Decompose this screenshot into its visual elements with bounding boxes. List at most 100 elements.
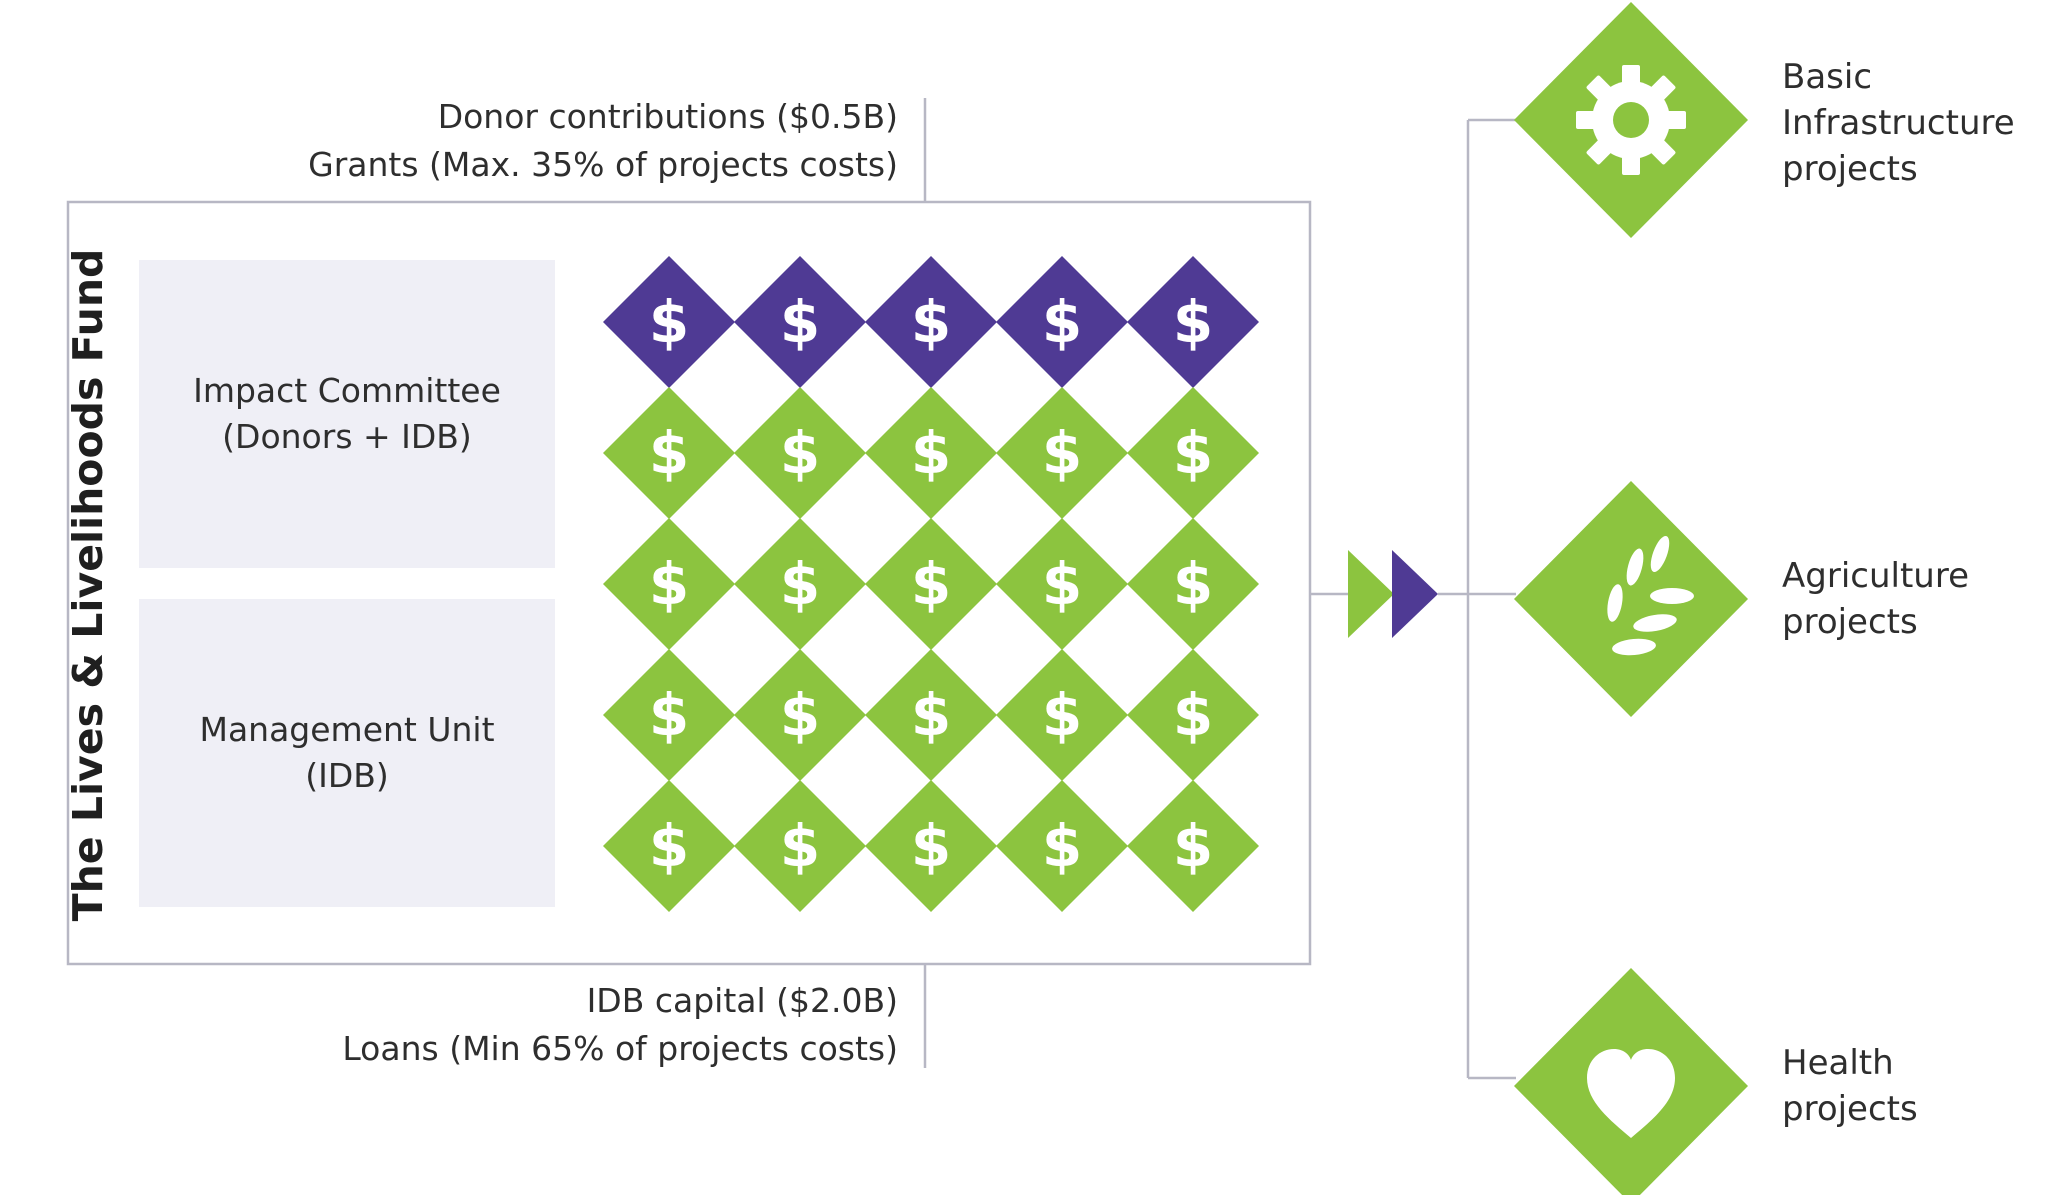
dollar-icon: $ [780, 550, 820, 618]
leaf-icon [1607, 535, 1694, 656]
loan-dollar-diamond: $ [734, 649, 866, 781]
dollar-diamond-shape [734, 387, 866, 519]
loan-dollar-diamond: $ [734, 518, 866, 650]
management-unit-box: Management Unit (IDB) [139, 599, 555, 907]
dollar-diamond-shape [734, 649, 866, 781]
loan-dollar-diamond: $ [603, 387, 735, 519]
dollar-icon: $ [1042, 550, 1082, 618]
loan-dollar-diamond: $ [996, 518, 1128, 650]
project-label-line: Health [1782, 1043, 1894, 1083]
impact-committee-name: Impact Committee [193, 371, 501, 410]
grant-dollar-diamond: $ [1127, 256, 1259, 388]
project-label-line: projects [1782, 1089, 1918, 1129]
dollar-icon: $ [1042, 419, 1082, 487]
loan-dollar-diamond: $ [996, 649, 1128, 781]
management-unit-name: Management Unit [199, 710, 495, 749]
grant-dollar-diamond: $ [865, 256, 997, 388]
project-label-line: projects [1782, 602, 1918, 642]
dollar-diamond-shape [865, 518, 997, 650]
dollar-icon: $ [780, 812, 820, 880]
project-label-line: Agriculture [1782, 556, 1969, 596]
arrow-purple [1392, 550, 1438, 638]
management-unit-members: (IDB) [305, 756, 389, 795]
project-label-line: projects [1782, 149, 1918, 189]
loan-dollar-diamond: $ [603, 649, 735, 781]
management-unit-label: Management Unit (IDB) [139, 707, 555, 799]
project-label-agriculture: Agriculture projects [1782, 553, 1969, 645]
dollar-diamond-shape [603, 518, 735, 650]
impact-committee-members: (Donors + IDB) [222, 417, 472, 456]
dollar-icon: $ [1173, 419, 1213, 487]
dollar-icon: $ [1173, 812, 1213, 880]
dollar-icon: $ [780, 288, 820, 356]
dollar-diamond-shape [996, 780, 1128, 912]
loan-dollar-diamond: $ [734, 780, 866, 912]
dollar-diamond-shape [865, 387, 997, 519]
project-agriculture-diamond [1514, 481, 1748, 717]
dollar-diamond-shape [603, 649, 735, 781]
arrow-green [1348, 550, 1394, 638]
project-label-health: Health projects [1782, 1040, 1918, 1132]
loan-dollar-diamond: $ [865, 387, 997, 519]
dollar-icon: $ [1173, 681, 1213, 749]
dollar-icon: $ [911, 419, 951, 487]
dollar-diamond-shape [603, 256, 735, 388]
dollar-diamond-shape [996, 256, 1128, 388]
project-label-line: Basic [1782, 57, 1873, 97]
grant-dollar-diamond: $ [603, 256, 735, 388]
loan-dollar-diamond: $ [865, 518, 997, 650]
dollar-icon: $ [911, 681, 951, 749]
dollar-diamond-shape [996, 649, 1128, 781]
dollar-diamond-shape [865, 649, 997, 781]
top-note-grants: Grants (Max. 35% of projects costs) [308, 145, 898, 184]
loan-dollar-diamond: $ [996, 780, 1128, 912]
dollar-diamond-shape [734, 780, 866, 912]
dollar-diamond-shape [1127, 256, 1259, 388]
dollar-icon: $ [911, 812, 951, 880]
dollar-diamond-shape [1127, 518, 1259, 650]
dollar-icon: $ [649, 288, 689, 356]
dollar-icon: $ [649, 812, 689, 880]
grant-dollar-diamond: $ [734, 256, 866, 388]
dollar-icon: $ [1042, 812, 1082, 880]
dollar-icon: $ [1042, 681, 1082, 749]
project-infrastructure [1514, 2, 1748, 238]
loan-dollar-diamond: $ [1127, 649, 1259, 781]
dollar-icon: $ [1173, 550, 1213, 618]
loan-dollar-diamond: $ [1127, 518, 1259, 650]
dollar-icon: $ [911, 550, 951, 618]
dollar-icon: $ [780, 681, 820, 749]
loan-dollar-diamond: $ [1127, 780, 1259, 912]
dollar-diamond-shape [1127, 780, 1259, 912]
project-label-line: Infrastructure [1782, 103, 2015, 143]
project-agriculture [1514, 481, 1748, 717]
loan-dollar-diamond: $ [996, 387, 1128, 519]
dollar-diamond-shape [734, 256, 866, 388]
dollar-diamond-shape [865, 780, 997, 912]
dollar-diamond-shape [865, 256, 997, 388]
dollar-icon: $ [780, 419, 820, 487]
loan-dollar-diamond: $ [603, 518, 735, 650]
loan-dollar-diamond: $ [1127, 387, 1259, 519]
impact-committee-label: Impact Committee (Donors + IDB) [139, 368, 555, 460]
dollar-diamond-shape [996, 518, 1128, 650]
dollar-icon: $ [649, 419, 689, 487]
bottom-note-loans: Loans (Min 65% of projects costs) [342, 1029, 898, 1068]
dollar-icon: $ [649, 550, 689, 618]
loan-dollar-diamond: $ [734, 387, 866, 519]
dollar-diamond-shape [1127, 649, 1259, 781]
project-label-infrastructure: Basic Infrastructure projects [1782, 54, 2015, 192]
dollar-icon: $ [1173, 288, 1213, 356]
fund-frame [66, 200, 1312, 966]
grant-dollar-diamond: $ [996, 256, 1128, 388]
dollar-diamond-shape [996, 387, 1128, 519]
dollar-icon: $ [911, 288, 951, 356]
dollar-diamond-shape [1127, 387, 1259, 519]
dollar-icon: $ [649, 681, 689, 749]
dollar-diamond-shape [734, 518, 866, 650]
dollar-icon: $ [1042, 288, 1082, 356]
